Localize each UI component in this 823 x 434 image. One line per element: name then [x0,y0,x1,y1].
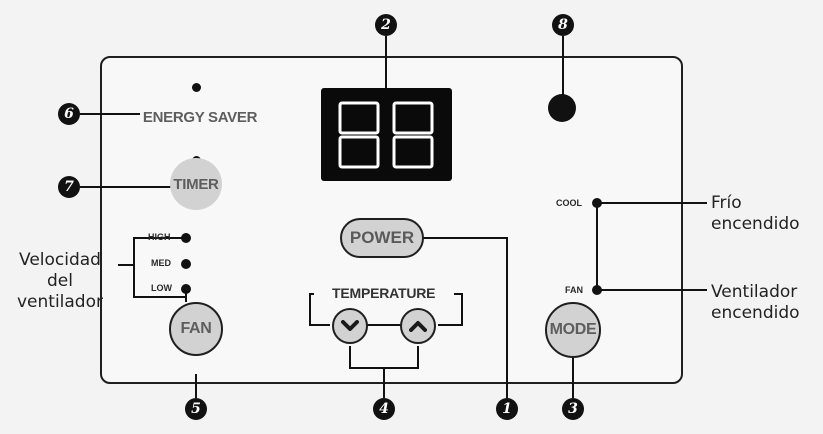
energy-saver-button[interactable]: ENERGY SAVER [143,89,258,145]
mode-cool-dot [592,198,602,208]
callout-fan: 5 [185,398,207,420]
energy-saver-indicator [192,83,201,92]
fan-speed-annotation-line: del [47,271,73,291]
mode-cool-label: COOL [556,198,582,208]
seven-segment-digits [338,101,433,168]
fan-speed-med-dot [181,259,191,269]
chevron-up-icon [409,321,427,332]
mode-fan-label: FAN [565,285,583,295]
mode-fan-dot [592,285,602,295]
power-button[interactable]: POWER [340,218,424,258]
fan-on-annotation-line: Ventilador [711,282,798,302]
fan-speed-high-label: HIGH [148,232,171,242]
callout-display: 2 [375,14,397,36]
fan-speed-annotation: Velocidad del ventilador [10,250,110,313]
callout-temperature: 4 [373,398,395,420]
fan-speed-high-dot [181,233,191,243]
chevron-down-icon [341,320,359,331]
temperature-label: TEMPERATURE [329,285,439,301]
temperature-up-button[interactable] [400,308,436,344]
callout-timer: 7 [58,176,80,198]
fan-on-annotation: Ventilador encendido [711,282,800,324]
fan-button[interactable]: FAN [169,302,223,356]
fan-speed-low-label: LOW [151,283,172,293]
cool-on-annotation: Frío encendido [711,193,800,234]
timer-button[interactable]: TIMER [170,158,222,210]
callout-energy-saver: 6 [58,103,80,125]
mode-button[interactable]: MODE [545,302,601,358]
led-display: 88 [321,88,452,181]
fan-speed-annotation-line: ventilador [16,292,103,312]
temperature-down-button[interactable] [332,308,368,344]
fan-speed-annotation-line: Velocidad [19,250,101,270]
callout-power: 1 [496,398,518,420]
fan-speed-low-dot [181,284,191,294]
callout-mode: 3 [562,398,584,420]
fan-on-annotation-line: encendido [711,303,800,323]
callout-sensor: 8 [552,14,574,36]
fan-speed-med-label: MED [151,258,171,268]
sensor-dot [548,94,576,122]
